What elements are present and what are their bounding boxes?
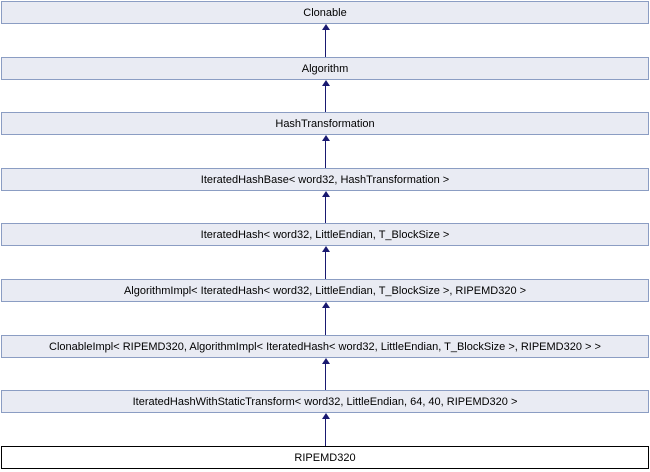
arrow-up-icon [321, 358, 330, 364]
inheritance-arrow [321, 358, 330, 390]
arrow-line [324, 86, 327, 112]
class-box-clonableimpl[interactable]: ClonableImpl< RIPEMD320, AlgorithmImpl< … [1, 335, 649, 358]
inheritance-arrow [321, 24, 330, 57]
arrow-line [324, 197, 327, 223]
inheritance-arrow [321, 191, 330, 223]
arrow-line [324, 364, 327, 390]
arrow-line [324, 419, 327, 446]
class-box-iteratedhashbase[interactable]: IteratedHashBase< word32, HashTransforma… [1, 168, 649, 191]
class-box-ripemd320: RIPEMD320 [1, 446, 649, 469]
class-box-clonable[interactable]: Clonable [1, 1, 649, 24]
inheritance-arrow [321, 135, 330, 168]
arrow-up-icon [321, 413, 330, 419]
arrow-line [324, 252, 327, 279]
class-box-algorithmimpl[interactable]: AlgorithmImpl< IteratedHash< word32, Lit… [1, 279, 649, 302]
class-box-iteratedhash[interactable]: IteratedHash< word32, LittleEndian, T_Bl… [1, 223, 649, 246]
class-box-algorithm[interactable]: Algorithm [1, 57, 649, 80]
arrow-line [324, 141, 327, 168]
class-box-iteratedhashwithstatictransform[interactable]: IteratedHashWithStaticTransform< word32,… [1, 390, 649, 413]
inheritance-arrow [321, 80, 330, 112]
arrow-up-icon [321, 80, 330, 86]
arrow-up-icon [321, 246, 330, 252]
arrow-up-icon [321, 191, 330, 197]
arrow-up-icon [321, 302, 330, 308]
arrow-line [324, 30, 327, 57]
arrow-up-icon [321, 135, 330, 141]
inheritance-arrow [321, 302, 330, 335]
arrow-line [324, 308, 327, 335]
class-box-hashtransformation[interactable]: HashTransformation [1, 112, 649, 135]
inheritance-arrow [321, 246, 330, 279]
arrow-up-icon [321, 24, 330, 30]
inheritance-arrow [321, 413, 330, 446]
